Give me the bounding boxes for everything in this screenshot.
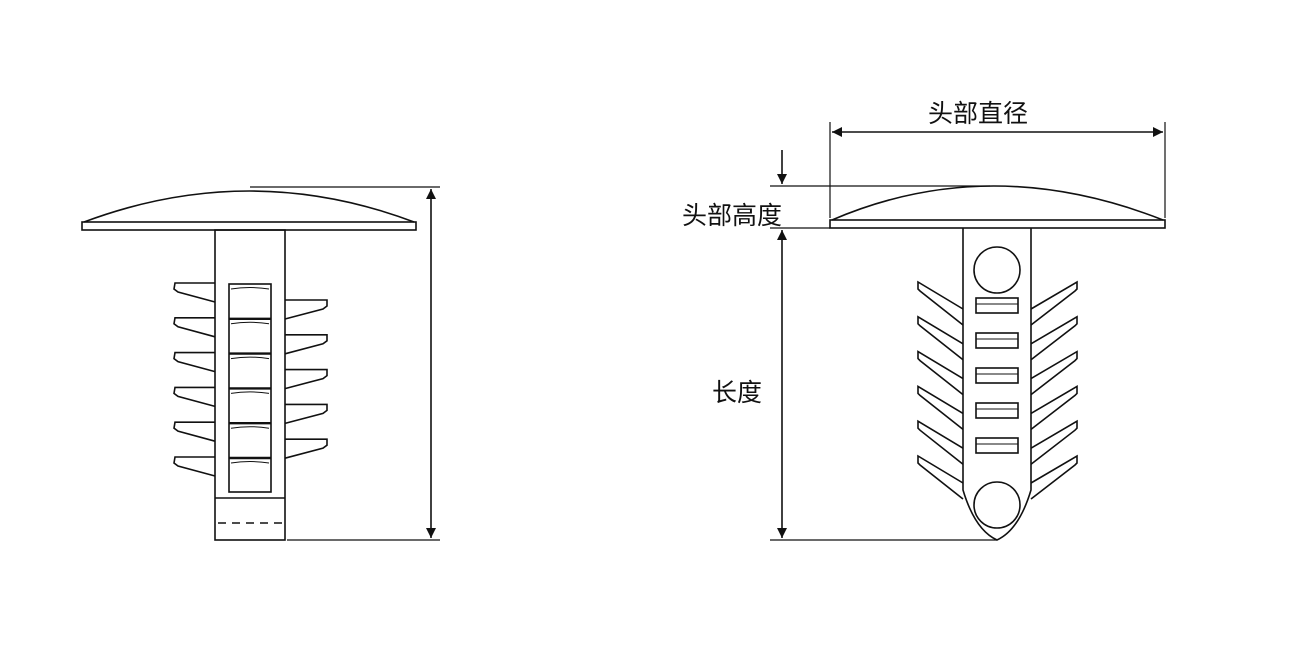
right-fin	[1030, 280, 1078, 326]
right-fin	[1030, 454, 1078, 500]
left-fin	[173, 351, 216, 373]
left-fin	[917, 419, 964, 465]
head-height-label: 头部高度	[682, 201, 783, 230]
length-label: 长度	[712, 378, 763, 407]
right-fin	[284, 334, 328, 355]
head-plate	[829, 219, 1166, 229]
right-fin	[284, 299, 328, 320]
left-fin	[917, 384, 964, 431]
window-segments	[229, 287, 271, 464]
segment-arc	[230, 391, 270, 394]
fins	[173, 282, 328, 477]
segment-arc	[230, 461, 270, 464]
slot	[975, 297, 1019, 314]
right-fin	[284, 403, 328, 425]
right-fin	[1030, 315, 1078, 361]
shank	[214, 229, 286, 541]
head-dome	[83, 190, 415, 223]
left-fin	[917, 315, 964, 361]
right-fin	[1030, 419, 1078, 465]
left-fin	[173, 421, 216, 442]
segment-arc	[230, 321, 270, 325]
left-fin	[917, 454, 964, 500]
left-fin	[917, 280, 964, 326]
shank	[962, 228, 1032, 541]
segment-arc	[230, 426, 270, 429]
segment-arc	[230, 287, 270, 290]
head-plate	[81, 221, 417, 231]
head-dome	[831, 185, 1164, 221]
right-fin	[1030, 385, 1078, 431]
head-diameter-label: 头部直径	[928, 99, 1029, 128]
top-hole	[973, 246, 1021, 294]
slot	[975, 402, 1019, 419]
left-fin	[917, 350, 964, 396]
right-fin	[284, 438, 328, 459]
right-fin	[284, 368, 328, 390]
side-view	[81, 186, 440, 541]
left-fin	[173, 317, 216, 338]
slots	[975, 297, 1019, 454]
slot	[975, 367, 1019, 384]
left-fin	[173, 282, 216, 303]
left-fin	[173, 456, 216, 477]
slot	[975, 332, 1019, 349]
segment-arc	[230, 356, 270, 360]
slot	[975, 437, 1019, 454]
left-fin	[173, 386, 216, 408]
bottom-hole	[973, 481, 1021, 529]
right-fin	[1030, 350, 1078, 396]
fins	[917, 280, 1078, 500]
front-view	[770, 122, 1166, 541]
